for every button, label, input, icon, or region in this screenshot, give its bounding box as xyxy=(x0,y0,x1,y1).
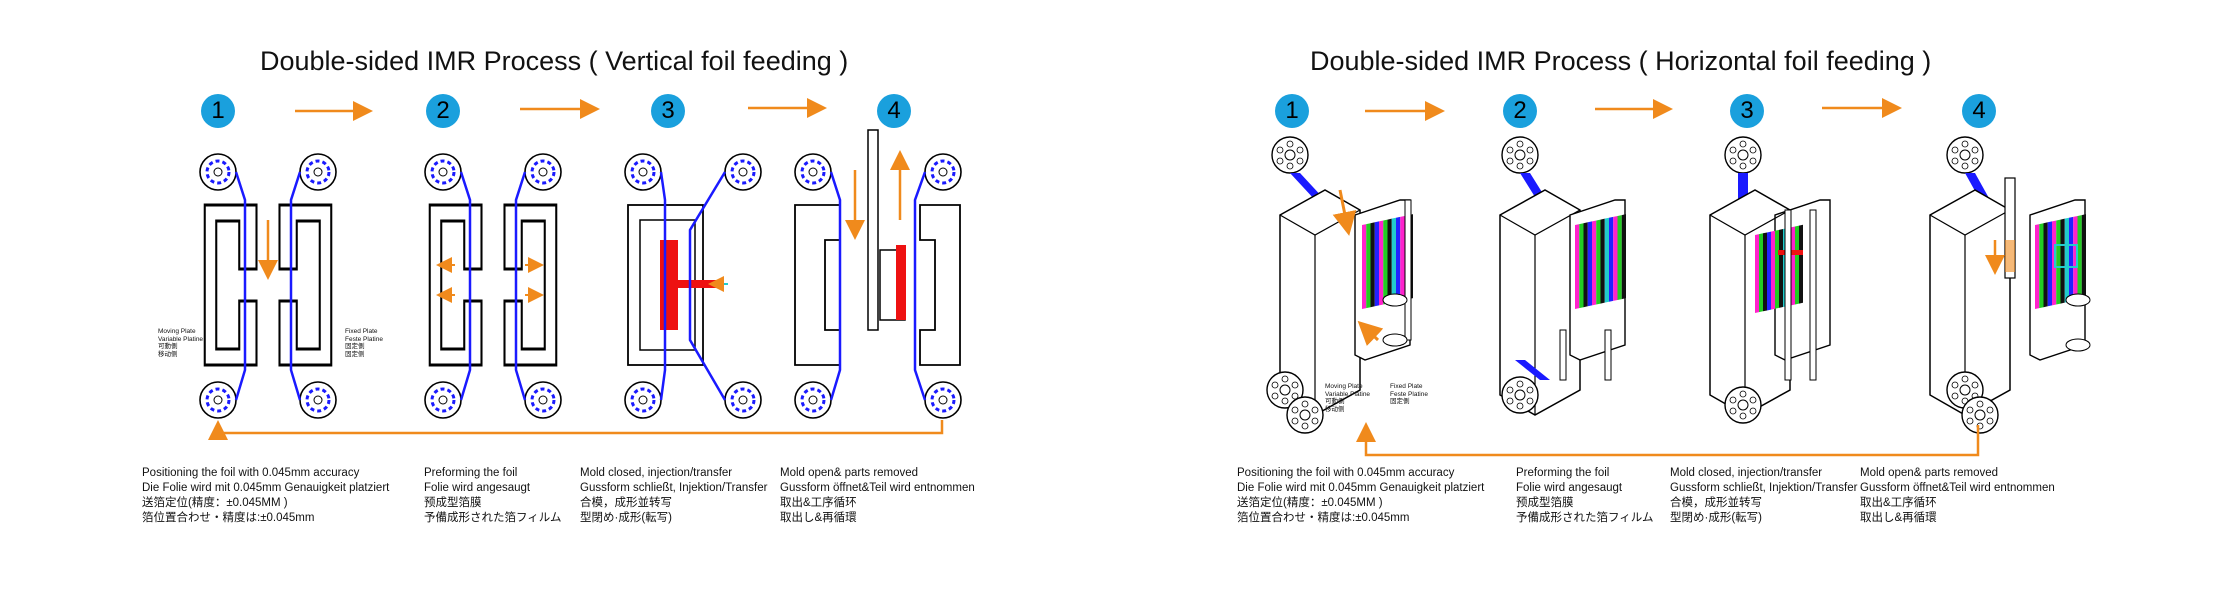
diagram-title: Double-sided IMR Process ( Horizontal fo… xyxy=(1310,46,1932,76)
return-loop-arrow xyxy=(208,420,944,440)
step-1-badge: 1 xyxy=(1275,94,1309,128)
step-3-badge: 3 xyxy=(651,94,685,128)
step-1-caption: Positioning the foil with 0.045mm accura… xyxy=(1237,467,1485,524)
diagram-title: Double-sided IMR Process ( Vertical foil… xyxy=(260,46,849,76)
vertical-process-illustration xyxy=(198,98,963,440)
return-loop-arrow xyxy=(1356,422,1980,457)
step-1-caption: Positioning the foil with 0.045mm accura… xyxy=(142,467,390,524)
step-2-badge: 2 xyxy=(426,94,460,128)
step-1-badge: 1 xyxy=(201,94,235,128)
step-2-badge: 2 xyxy=(1503,94,1537,128)
horizontal-feeding-diagram: Double-sided IMR Process ( Horizontal fo… xyxy=(1100,0,2223,591)
step-3-badge: 3 xyxy=(1730,94,1764,128)
horizontal-process-illustration xyxy=(1266,98,2091,457)
step-4-badge: 4 xyxy=(877,94,911,128)
vertical-feeding-diagram: Double-sided IMR Process ( Vertical foil… xyxy=(0,0,1100,591)
step-4-badge: 4 xyxy=(1962,94,1996,128)
